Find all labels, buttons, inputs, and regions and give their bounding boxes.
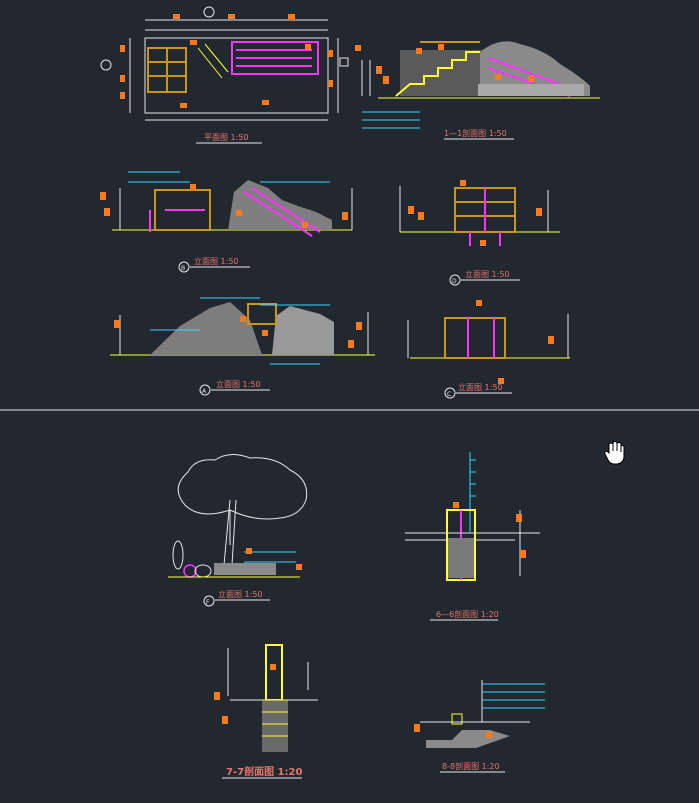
section-1-drawing: 1—1剖面图 1:50 (355, 41, 600, 140)
hand-pan-icon (604, 440, 625, 465)
elevation-a-drawing: A 立面图 1:50 (110, 297, 375, 396)
section-7-title: 7-7剖面图 1:20 (226, 765, 302, 778)
section-8-title: 8-8剖面图 1:20 (442, 761, 500, 771)
elevation-d-drawing: D 立面图 1:50 (399, 180, 560, 286)
elevation-f-drawing: F 立面图 1:50 (168, 454, 308, 607)
elev-b-marker: B (181, 265, 185, 272)
elev-a-marker: A (202, 388, 207, 395)
section-7-drawing: 7-7剖面图 1:20 (214, 644, 318, 779)
section-6-drawing: 6—6剖面图 1:20 (405, 452, 540, 621)
plan-drawing: 平面图 1:50 (100, 6, 349, 144)
section-8-drawing: 8-8剖面图 1:20 (414, 680, 545, 773)
plan-title: 平面图 1:50 (204, 133, 249, 142)
elev-a-title: 立面图 1:50 (216, 379, 261, 389)
elevation-c-drawing: C 立面图 1:50 (407, 300, 570, 399)
elev-c-title: 立面图 1:50 (458, 382, 503, 392)
section-6-title: 6—6剖面图 1:20 (436, 609, 499, 619)
elev-d-title: 立面图 1:50 (465, 269, 510, 279)
elev-d-marker: D (452, 278, 457, 285)
elevation-b-drawing: B 立面图 1:50 (100, 171, 353, 273)
elev-c-marker: C (447, 391, 451, 398)
elev-f-title: 立面图 1:50 (218, 589, 263, 599)
elev-b-title: 立面图 1:50 (194, 256, 239, 266)
elev-f-marker: F (206, 599, 210, 606)
section-1-title: 1—1剖面图 1:50 (444, 128, 507, 138)
